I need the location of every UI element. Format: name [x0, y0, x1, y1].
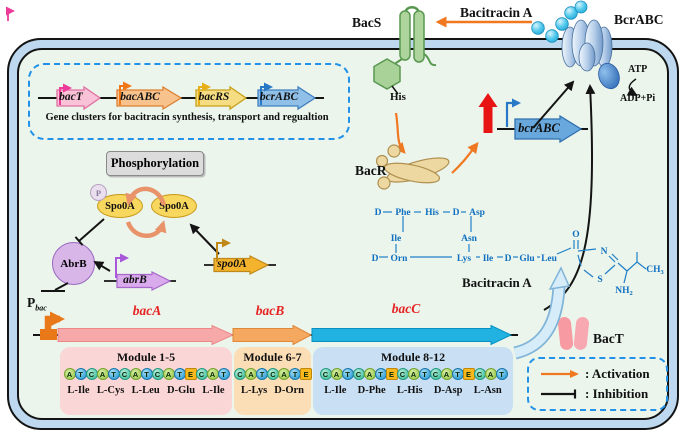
domain-a-circle: A: [363, 368, 376, 380]
domain-c-circle: C: [85, 368, 98, 380]
bacitracin-spheres: [531, 0, 588, 43]
domain-c-circle: C: [195, 368, 208, 380]
module-title: Module 1-5: [116, 350, 176, 364]
domain-a-circle: A: [206, 368, 219, 380]
legend-inhibition-label: : Inhibition: [585, 386, 649, 401]
amino-acid-label: L-Ile: [324, 385, 347, 396]
stray-promoter-icon: [6, 6, 15, 21]
phosphorylation-box: Phosphorylation: [106, 151, 204, 176]
domain-e-circle: E: [184, 368, 197, 380]
domain-t-circle: T: [173, 368, 186, 380]
domain-c-circle: C: [396, 368, 409, 380]
domain-t-circle: T: [341, 368, 354, 380]
bcrABC-gene-label: bcrABC: [259, 91, 299, 103]
amino-acid-label: L-Asn: [473, 385, 502, 396]
bacC-label: bacC: [391, 301, 421, 316]
amino-acid-label: D-Glu: [167, 385, 196, 396]
abrb-protein: AbrB: [52, 242, 95, 285]
atp-label: ATP: [628, 64, 648, 75]
amino-acid-label: L-Leu: [131, 385, 160, 396]
abrb-gene-label: abrB: [123, 274, 147, 286]
domain-a-circle: A: [162, 368, 175, 380]
bacA-label: bacA: [132, 303, 162, 318]
domain-e-circle: E: [385, 368, 398, 380]
phosphate-badge: P: [90, 184, 107, 201]
amino-acid-label: L-Cys: [96, 385, 125, 396]
domain-t-circle: T: [418, 368, 431, 380]
bacRS-gene-label: bacRS: [198, 91, 230, 103]
domain-t-circle: T: [74, 368, 87, 380]
legend-activation-label: : Activation: [585, 366, 650, 381]
domain-t-circle: T: [374, 368, 387, 380]
domain-e-circle: E: [300, 368, 312, 380]
legend-activation-row: : Activation: [539, 366, 666, 382]
domain-t-circle: T: [495, 368, 508, 380]
module-title: Module 8-12: [380, 350, 446, 364]
inhibition-tbar-icon: [541, 389, 577, 399]
domain-a-circle: A: [129, 368, 142, 380]
amino-acid-label: L-Ile: [202, 385, 225, 396]
amino-acid-label: L-His: [396, 385, 423, 396]
domain-a-circle: A: [96, 368, 109, 380]
amino-acid-label: D-Phe: [357, 385, 386, 396]
adp-pi-label: ADP+Pi: [620, 93, 656, 104]
gene-cluster-box: [28, 63, 350, 140]
bacs-label: BacS: [352, 15, 382, 30]
domain-c-circle: C: [118, 368, 131, 380]
bcrabc-complex-label: BcrABC: [614, 12, 664, 27]
domain-c-circle: C: [473, 368, 486, 380]
domain-a-circle: A: [440, 368, 453, 380]
domain-c-circle: C: [352, 368, 365, 380]
amino-acid-label: D-Orn: [274, 385, 304, 396]
pbac-label: Pbac: [27, 295, 47, 313]
legend-box: : Activation : Inhibition: [527, 357, 668, 411]
bacABC-gene-label: bacABC: [120, 91, 160, 103]
amino-acid-label: L-Lys: [240, 385, 268, 396]
bacr-label: BacR: [355, 163, 387, 178]
bacB-label: bacB: [255, 303, 285, 318]
domain-t-circle: T: [217, 368, 230, 380]
bacitracin-structure-label: Bacitracin A: [462, 275, 532, 290]
amino-acid-label: D-Asp: [433, 385, 463, 396]
domain-a-circle: A: [330, 368, 343, 380]
amino-acid-label: L-Ile: [67, 385, 90, 396]
legend-inhibition-row: : Inhibition: [539, 386, 666, 402]
domain-c-circle: C: [429, 368, 442, 380]
domain-c-circle: C: [151, 368, 164, 380]
bacitracin-top-label: Bacitracin A: [460, 5, 533, 20]
bact-label: BacT: [593, 331, 624, 346]
domain-a-circle: A: [484, 368, 497, 380]
gene-cluster-caption: Gene clusters for bacitracin synthesis, …: [45, 112, 329, 123]
domain-t-circle: T: [451, 368, 464, 380]
domain-a-circle: A: [63, 368, 76, 380]
spo0a-protein: Spo0A: [151, 194, 197, 218]
domain-c-circle: C: [319, 368, 332, 380]
spo0a-gene-label: spo0A: [217, 258, 247, 270]
amino-acid-row: L-Lys D-Orn: [234, 385, 311, 396]
amino-acid-row: L-Ile L-Cys L-Leu D-Glu L-Ile: [60, 385, 232, 396]
domain-t-circle: T: [107, 368, 120, 380]
bcrabc-gene-label: bcrABC: [518, 121, 560, 135]
domain-t-circle: T: [140, 368, 153, 380]
amino-acid-row: L-Ile D-Phe L-His D-Asp L-Asn: [313, 385, 513, 396]
domain-a-circle: A: [407, 368, 420, 380]
domain-e-circle: E: [462, 368, 475, 380]
his-label: His: [390, 91, 406, 103]
module-title: Module 6-7: [243, 350, 302, 364]
activation-arrow-icon: [541, 370, 579, 378]
bacT-gene-label: bacT: [59, 91, 83, 103]
